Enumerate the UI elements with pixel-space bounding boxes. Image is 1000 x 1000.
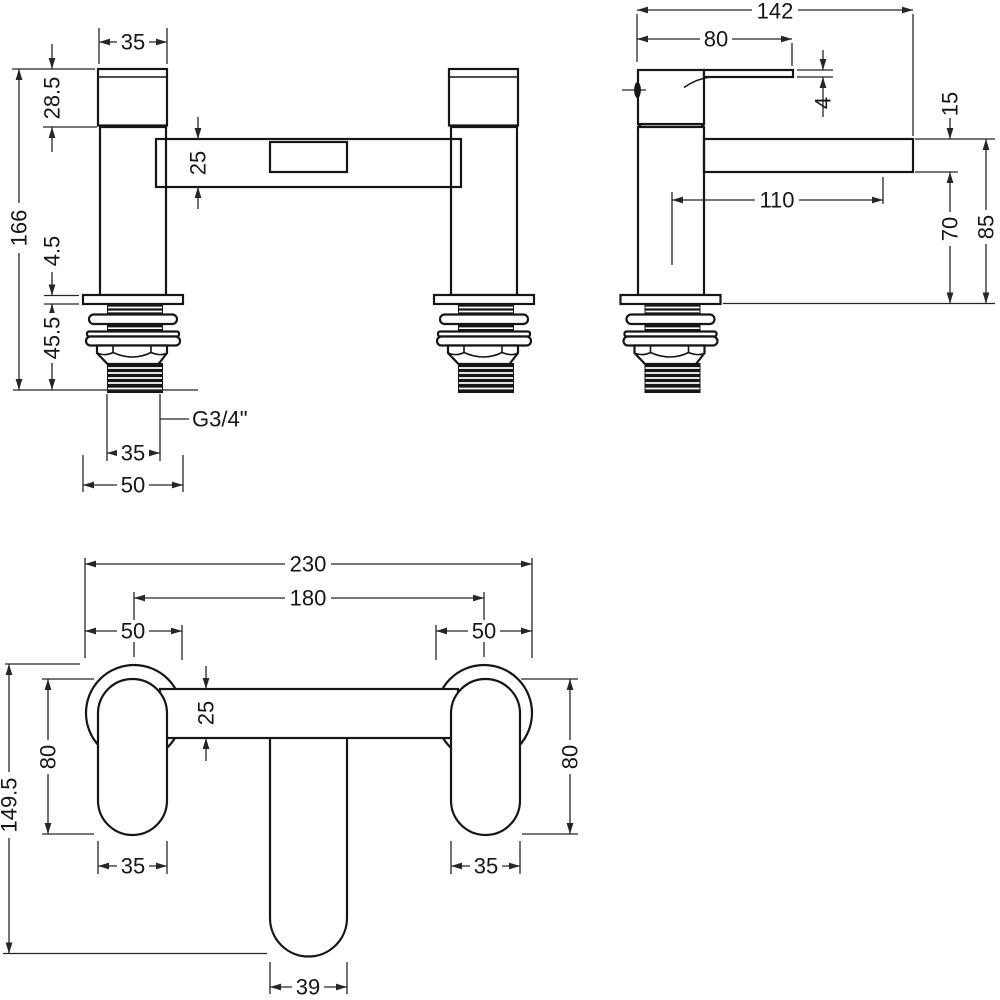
front-left-tail-assembly [81, 293, 185, 395]
dim-side-underspout-height: 70 [938, 217, 963, 241]
dim-plan-left-handle-width: 35 [121, 854, 145, 879]
dim-plan-left-handle-length: 80 [36, 745, 61, 769]
dim-side-spout-height: 85 [974, 215, 999, 239]
front-bridge-bar [154, 137, 463, 189]
side-dimensions: 142 80 4 110 15 [636, 0, 999, 305]
plan-spout [268, 698, 349, 958]
side-handle-blade [702, 68, 795, 79]
dim-front-cap-width: 35 [121, 30, 145, 55]
dim-front-bridge-height: 25 [186, 151, 211, 175]
dim-side-handle-thickness: 4 [811, 97, 836, 109]
front-dimensions: 35 28.5 166 25 4.5 45.5 [7, 28, 248, 498]
dim-front-flange-thickness: 4.5 [40, 236, 65, 267]
front-spout-port [268, 140, 349, 174]
plan-right-handle [449, 677, 522, 837]
plan-bridge-bar [158, 687, 460, 740]
front-right-tail-assembly [432, 293, 536, 395]
side-tail-assembly [619, 293, 722, 395]
side-body [636, 125, 706, 297]
dim-side-overall-depth: 142 [757, 0, 794, 24]
dim-front-cap-height: 28.5 [40, 77, 65, 120]
dim-plan-spout-width: 39 [296, 975, 320, 1000]
dim-plan-overall-depth: 149.5 [0, 777, 22, 832]
dim-side-spout-thickness: 15 [938, 92, 963, 116]
dim-plan-right-handle-length: 80 [558, 745, 583, 769]
side-handle-curve [683, 76, 711, 89]
front-right-leg [447, 67, 520, 297]
plan-view: 230 180 50 50 25 80 [0, 552, 583, 1000]
dim-front-thread-size: G3/4" [192, 407, 248, 432]
dim-plan-overall-width: 230 [290, 552, 327, 577]
dim-plan-right-handle-width: 35 [474, 854, 498, 879]
dim-front-flange-width: 50 [121, 473, 145, 498]
dim-front-thread-width: 35 [121, 441, 145, 466]
dim-front-overall-height: 166 [7, 210, 32, 247]
side-handle-block [636, 68, 706, 126]
lever-direction-icon [634, 82, 641, 98]
dim-plan-right-diameter: 50 [472, 619, 496, 644]
plan-left-handle [96, 677, 169, 837]
front-view: 35 28.5 166 25 4.5 45.5 [7, 28, 536, 498]
dim-plan-bridge-width: 25 [194, 701, 219, 725]
side-spout [702, 137, 915, 174]
dim-side-spout-reach: 110 [759, 188, 794, 213]
side-view: 142 80 4 110 15 [619, 0, 999, 395]
dim-plan-left-diameter: 50 [121, 619, 145, 644]
dim-front-tail-length: 45.5 [40, 317, 65, 360]
dim-plan-hole-centres: 180 [290, 586, 327, 611]
plan-dimensions: 230 180 50 50 25 80 [0, 552, 583, 1000]
dim-side-handle-length: 80 [704, 27, 728, 52]
